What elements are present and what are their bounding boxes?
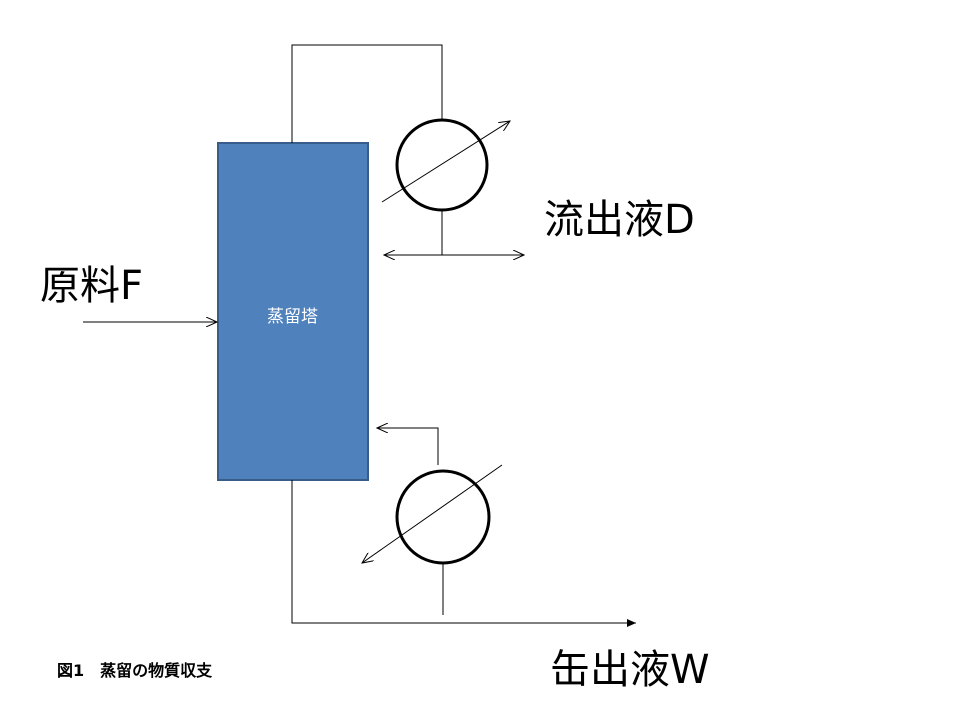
reboiler-vapor-return-arrow xyxy=(377,428,439,465)
distillation-column xyxy=(217,142,369,481)
reboiler-icon xyxy=(395,469,491,565)
column-label: 蒸留塔 xyxy=(267,307,318,327)
reboiler-heat-arrow xyxy=(362,464,503,563)
figure-caption: 図1 蒸留の物質収支 xyxy=(57,661,213,680)
overhead-vapor-line xyxy=(291,44,443,143)
distillate-label: 流出液D xyxy=(544,197,695,243)
feed-label: 原料F xyxy=(40,263,144,309)
bottoms-line xyxy=(291,480,636,627)
bottoms-label: 缶出液W xyxy=(550,647,710,693)
condenser-heat-arrow xyxy=(381,121,510,203)
condenser-icon xyxy=(395,118,489,212)
